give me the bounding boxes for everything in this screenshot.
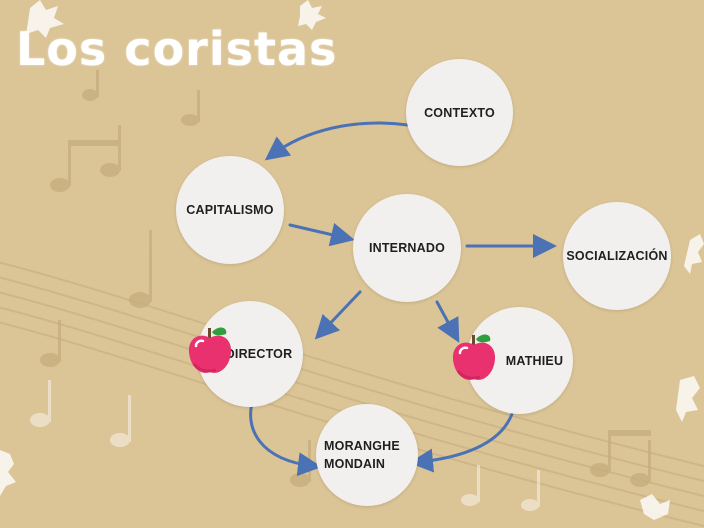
arrow-capitalismo-internado	[288, 222, 355, 247]
node-capitalismo: CAPITALISMO	[176, 156, 284, 264]
arrow-contexto-capitalismo	[264, 121, 410, 161]
node-label-line: MORANGHE	[324, 439, 400, 453]
apple-icon	[452, 334, 496, 380]
node-label: MORANGHE MONDAIN	[324, 437, 400, 473]
node-label: MATHIEU	[505, 353, 564, 368]
node-label-line: MONDAIN	[324, 457, 386, 471]
page-title: Los coristas	[16, 22, 338, 76]
node-socializacion: SOCIALIZACIÓN	[563, 202, 671, 310]
arrow-internado-director	[314, 290, 362, 340]
node-label: CAPITALISMO	[186, 203, 274, 217]
node-contexto: CONTEXTO	[406, 59, 513, 166]
node-internado: INTERNADO	[353, 194, 461, 302]
arrow-internado-mathieu	[435, 300, 460, 343]
arrow-mathieu-moranghe	[409, 412, 514, 473]
node-label: DIRECTOR	[225, 347, 293, 361]
node-label: CONTEXTO	[424, 105, 495, 120]
apple-icon	[188, 327, 232, 373]
arrow-director-moranghe	[249, 394, 322, 477]
node-label: INTERNADO	[368, 241, 446, 255]
node-director: DIRECTOR	[197, 301, 303, 407]
node-moranghe-mondain: MORANGHE MONDAIN	[316, 404, 418, 506]
node-label: SOCIALIZACIÓN	[566, 249, 668, 263]
